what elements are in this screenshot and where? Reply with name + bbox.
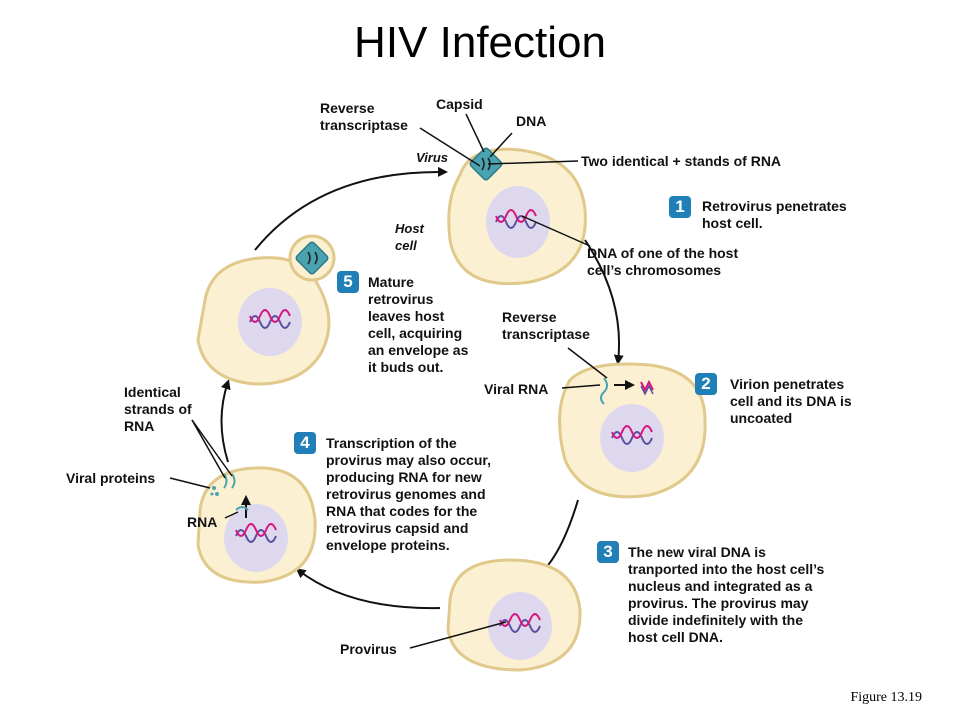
cell-right — [558, 362, 707, 499]
label-capsid: Capsid — [436, 96, 483, 112]
step-2-badge: 2 — [695, 373, 717, 395]
cell-bottom — [446, 558, 582, 672]
label-viral-proteins: Viral proteins — [66, 470, 156, 486]
step-4-text: Transcription of the provirus may also o… — [326, 435, 491, 553]
arrow-cycle-bottom — [295, 568, 441, 610]
cell-left-bottom — [196, 466, 317, 584]
arrow-cycle-left — [220, 379, 231, 463]
step-3-text: The new viral DNA is tranported into the… — [628, 544, 825, 645]
label-reverse-transcriptase-top: Reverse transcriptase — [320, 100, 408, 133]
step-4-badge: 4 — [294, 432, 316, 454]
label-dna-host-chromosomes: DNA of one of the host cell’s chromosome… — [587, 245, 739, 278]
arrow-cycle-top — [254, 166, 448, 251]
figure-label: Figure 13.19 — [850, 690, 922, 705]
cell-left-top — [196, 234, 336, 386]
page-title: HIV Infection — [354, 18, 606, 67]
step-5-badge: 5 — [337, 271, 359, 293]
label-two-identical-stands: Two identical + stands of RNA — [581, 153, 782, 169]
step-5-text: Mature retrovirus leaves host cell, acqu… — [368, 274, 469, 375]
step-2-text: Virion penetrates cell and its DNA is un… — [730, 376, 852, 426]
arrow-cycle-right-top — [584, 239, 624, 365]
label-virus: Virus — [416, 150, 449, 165]
step-1-badge: 1 — [669, 196, 691, 218]
label-host-cell: Host cell — [395, 221, 424, 253]
cell-top — [447, 147, 587, 286]
label-dna: DNA — [516, 113, 547, 129]
step-1-text: Retrovirus penetrates host cell. — [702, 198, 847, 231]
label-viral-rna: Viral RNA — [484, 381, 549, 397]
label-reverse-transcriptase-right: Reverse transcriptase — [502, 309, 590, 342]
step-3-badge: 3 — [597, 541, 619, 563]
label-rna: RNA — [187, 514, 218, 530]
label-identical-strands: Identical strands of RNA — [124, 384, 192, 434]
label-provirus: Provirus — [340, 641, 397, 657]
